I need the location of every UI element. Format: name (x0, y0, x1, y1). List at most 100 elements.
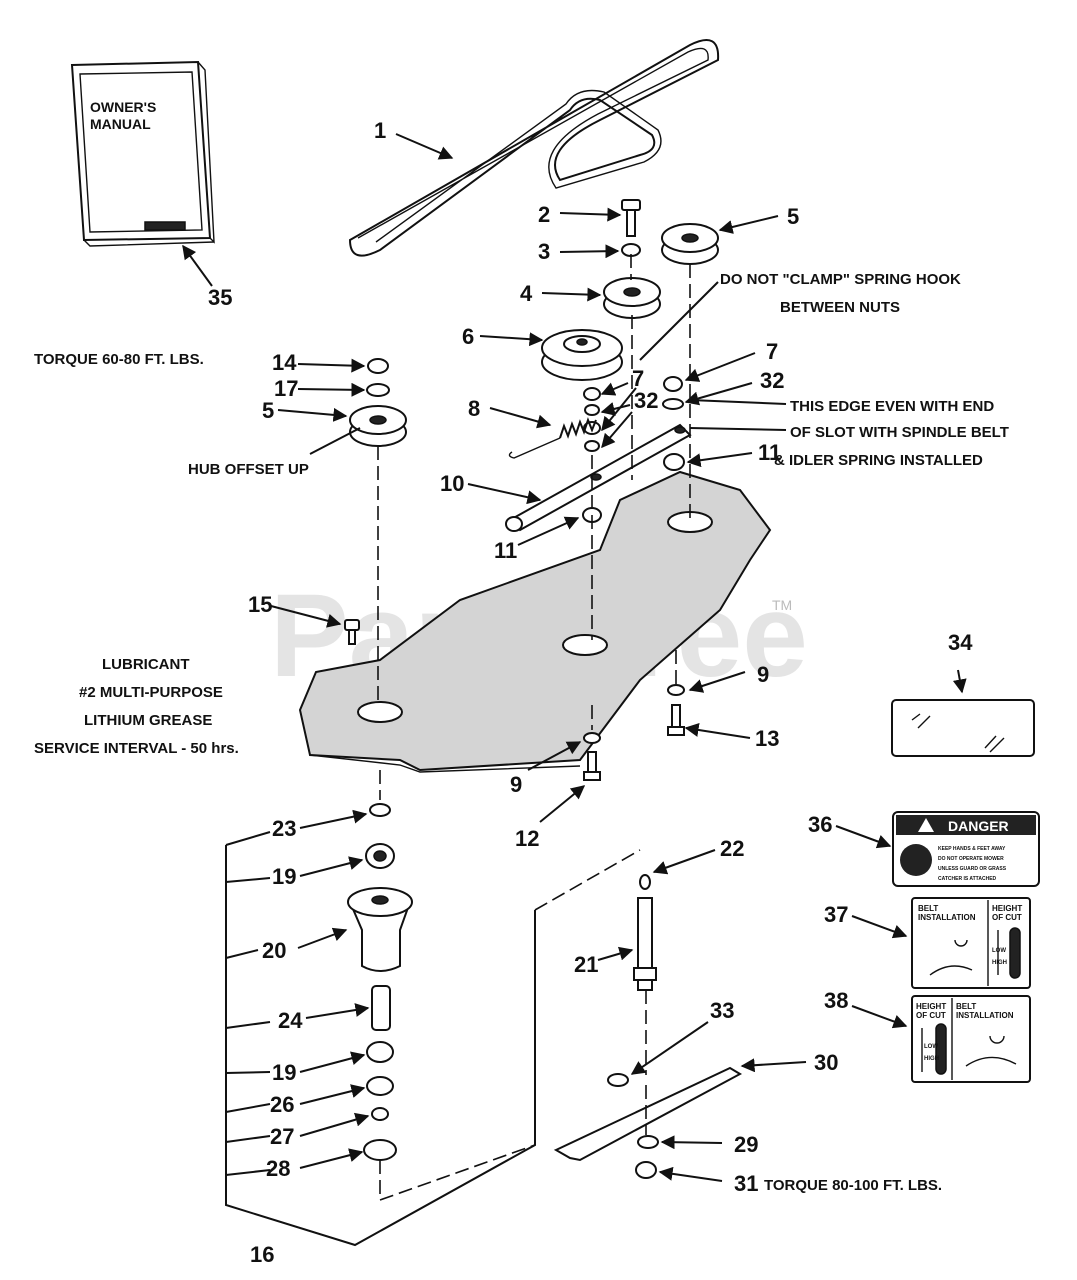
callout-37: 37 (824, 902, 848, 927)
decal38-belt-a: BELT (956, 1002, 976, 1011)
callout-9-lower: 9 (510, 772, 522, 797)
bolt-part-15 (344, 619, 360, 645)
note-lube-1: LUBRICANT (102, 656, 190, 673)
danger-title: DANGER (948, 818, 1009, 834)
callout-35: 35 (208, 285, 232, 310)
callout-32-center: 32 (634, 388, 658, 413)
decal37-low: LOW (992, 948, 1006, 954)
decal37-belt-a: BELT (918, 904, 938, 913)
callout-27: 27 (270, 1124, 294, 1149)
callout-31: 31 (734, 1171, 758, 1196)
callout-11-left: 11 (494, 538, 517, 563)
decal37-belt-b: INSTALLATION (918, 913, 976, 922)
washer-part-9-right (667, 684, 685, 696)
danger-line-3: UNLESS GUARD OR GRASS (938, 866, 1007, 872)
callout-28: 28 (266, 1156, 290, 1181)
diagram-notes: TORQUE 60-80 FT. LBS. HUB OFFSET UP DO N… (34, 271, 1009, 1194)
bolt-part-12 (583, 751, 601, 781)
callout-29: 29 (734, 1132, 758, 1157)
note-lube-3: LITHIUM GREASE (84, 712, 212, 729)
bolt-part-13 (667, 704, 685, 736)
decal-danger-36: DANGER KEEP HANDS & FEET AWAY DO NOT OPE… (892, 811, 1040, 887)
decal37-height-b: OF CUT (992, 913, 1022, 922)
pulley-part-4 (603, 277, 661, 319)
note-lube-4: SERVICE INTERVAL - 50 hrs. (34, 740, 239, 757)
note-edge-2: OF SLOT WITH SPINDLE BELT (790, 424, 1009, 441)
assembly-bracket-16 (225, 845, 536, 1247)
manual-title-2: MANUAL (90, 116, 151, 132)
decal-height-cut-38: HEIGHT OF CUT BELT INSTALLATION LOW HIGH (911, 995, 1031, 1083)
callout-22: 22 (720, 836, 744, 861)
washer-part-33 (607, 1073, 629, 1087)
callout-9-right: 9 (757, 662, 769, 687)
decal37-height-a: HEIGHT (992, 904, 1022, 913)
callout-26: 26 (270, 1092, 294, 1117)
nut-washer-stack-center (583, 387, 601, 452)
callout-20: 20 (262, 938, 286, 963)
leader-arrows (182, 133, 967, 1182)
callout-33: 33 (710, 998, 734, 1023)
decal38-low: LOW (924, 1044, 938, 1050)
decal38-height-a: HEIGHT (916, 1002, 946, 1011)
note-lube-2: #2 MULTI-PURPOSE (79, 684, 223, 701)
callout-36: 36 (808, 812, 832, 837)
callout-19-top: 19 (272, 864, 296, 889)
note-clamp-2: BETWEEN NUTS (780, 299, 900, 316)
note-edge-3: & IDLER SPRING INSTALLED (774, 452, 983, 469)
callout-7-center: 7 (632, 366, 644, 391)
manual-title-1: OWNER'S (90, 99, 156, 115)
callout-numbers: 1 2 3 4 5 6 7 7 32 32 8 10 11 11 14 17 5… (208, 118, 973, 1267)
decal38-height-b: OF CUT (916, 1011, 946, 1020)
callout-17: 17 (274, 376, 298, 401)
idler-spring-part-8 (508, 417, 597, 459)
left-spindle-top-parts (349, 358, 407, 447)
spindle-assembly-parts (347, 803, 413, 1161)
callout-15: 15 (248, 592, 272, 617)
callout-1: 1 (374, 118, 386, 143)
callout-34: 34 (948, 630, 973, 655)
callout-24: 24 (278, 1008, 303, 1033)
callout-10: 10 (440, 471, 464, 496)
drive-belt (348, 39, 720, 257)
nut-washer-stack-right (662, 376, 684, 410)
assembly-bracket-ticks (225, 831, 271, 1176)
spindle-shaft-part-21 (633, 874, 657, 991)
decal38-high: HIGH (924, 1056, 939, 1062)
callout-5-right: 5 (787, 204, 799, 229)
decal-part-34 (891, 699, 1035, 757)
note-edge-1: THIS EDGE EVEN WITH END (790, 398, 994, 415)
note-hub-offset: HUB OFFSET UP (188, 461, 309, 478)
pulley-part-5-right (661, 223, 719, 265)
bolt-part-2 (621, 199, 641, 237)
callout-6: 6 (462, 324, 474, 349)
callout-19-lower: 19 (272, 1060, 296, 1085)
note-torque-top: TORQUE 60-80 FT. LBS. (34, 351, 204, 368)
callout-4: 4 (520, 281, 533, 306)
callout-2: 2 (538, 202, 550, 227)
note-torque-bottom: TORQUE 80-100 FT. LBS. (764, 1177, 942, 1194)
callout-13: 13 (755, 726, 779, 751)
callout-23: 23 (272, 816, 296, 841)
callout-12: 12 (515, 826, 539, 851)
decal-belt-install-37: BELT INSTALLATION HEIGHT OF CUT LOW HIGH (911, 897, 1031, 989)
callout-3: 3 (538, 239, 550, 264)
decal38-belt-b: INSTALLATION (956, 1011, 1014, 1020)
mower-deck-plate (298, 470, 772, 773)
danger-line-2: DO NOT OPERATE MOWER (938, 856, 1004, 862)
owners-manual: OWNER'S MANUAL (70, 60, 215, 247)
callout-30: 30 (814, 1050, 838, 1075)
danger-line-4: CATCHER IS ATTACHED (938, 876, 997, 882)
callout-14: 14 (272, 350, 297, 375)
danger-line-1: KEEP HANDS & FEET AWAY (938, 846, 1006, 852)
note-clamp-1: DO NOT "CLAMP" SPRING HOOK (720, 271, 961, 288)
callout-38: 38 (824, 988, 848, 1013)
callout-8: 8 (468, 396, 480, 421)
bushing-part-11-right (663, 453, 685, 471)
callout-16: 16 (250, 1242, 274, 1267)
blade-part-30 (553, 1066, 743, 1162)
watermark-tm: TM (772, 597, 792, 613)
callout-32-right: 32 (760, 368, 784, 393)
callout-11-right: 11 (758, 440, 781, 465)
